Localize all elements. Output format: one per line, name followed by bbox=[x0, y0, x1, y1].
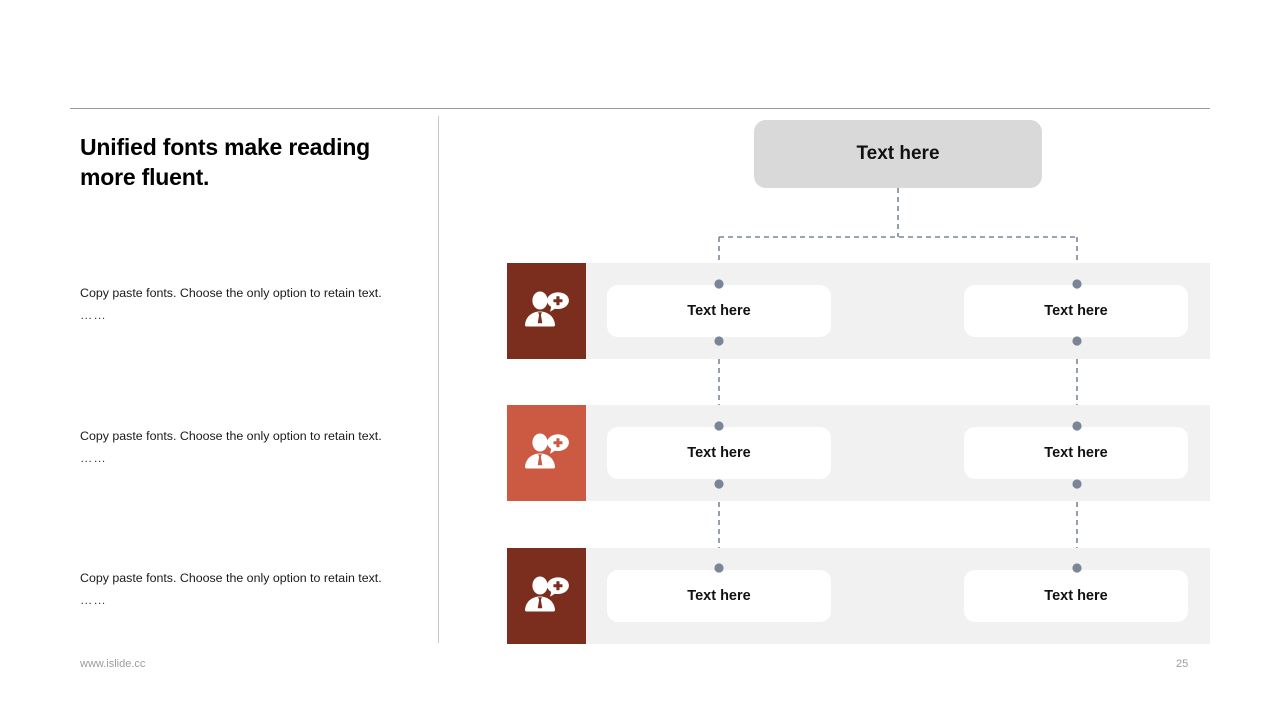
body-paragraph-2-ellipsis: …… bbox=[80, 451, 107, 466]
businessman-speech-bubble-plus-icon bbox=[524, 576, 569, 612]
body-paragraph-3: Copy paste fonts. Choose the only option… bbox=[80, 567, 416, 611]
diagram-root-node[interactable]: Text here bbox=[754, 120, 1042, 188]
row-1-node-left[interactable]: Text here bbox=[607, 285, 831, 337]
body-paragraph-2: Copy paste fonts. Choose the only option… bbox=[80, 425, 416, 469]
row-1-node-right-label: Text here bbox=[1044, 303, 1108, 319]
row-3-node-left-label: Text here bbox=[687, 588, 751, 604]
row-2-node-right-label: Text here bbox=[1044, 445, 1108, 461]
footer-url[interactable]: www.islide.cc bbox=[80, 658, 146, 670]
row-2-node-left[interactable]: Text here bbox=[607, 427, 831, 479]
body-paragraph-3-text: Copy paste fonts. Choose the only option… bbox=[80, 571, 382, 585]
row-2-icon-tile[interactable] bbox=[507, 405, 586, 501]
left-text-column: Unified fonts make reading more fluent. bbox=[80, 132, 420, 193]
page-title: Unified fonts make reading more fluent. bbox=[80, 134, 371, 191]
body-paragraph-1: Copy paste fonts. Choose the only option… bbox=[80, 282, 416, 326]
row-3-node-right[interactable]: Text here bbox=[964, 570, 1188, 622]
row-3-node-right-label: Text here bbox=[1044, 588, 1108, 604]
diagram-row-1: Text here Text here bbox=[507, 263, 1210, 359]
row-1-node-right[interactable]: Text here bbox=[964, 285, 1188, 337]
diagram-root-node-label: Text here bbox=[856, 143, 940, 164]
row-2-node-right[interactable]: Text here bbox=[964, 427, 1188, 479]
diagram-row-3: Text here Text here bbox=[507, 548, 1210, 644]
page-number: 25 bbox=[1176, 658, 1189, 670]
body-paragraph-3-ellipsis: …… bbox=[80, 593, 107, 608]
body-paragraph-2-text: Copy paste fonts. Choose the only option… bbox=[80, 429, 382, 443]
row-1-node-left-label: Text here bbox=[687, 303, 751, 319]
header-divider-rule bbox=[70, 108, 1210, 109]
businessman-speech-bubble-plus-icon bbox=[524, 291, 569, 327]
row-3-node-left[interactable]: Text here bbox=[607, 570, 831, 622]
businessman-speech-bubble-plus-icon bbox=[524, 433, 569, 469]
column-divider-rule bbox=[438, 116, 439, 643]
row-3-icon-tile[interactable] bbox=[507, 548, 586, 644]
row-2-node-left-label: Text here bbox=[687, 445, 751, 461]
body-paragraph-1-ellipsis: …… bbox=[80, 308, 107, 323]
diagram-row-2: Text here Text here bbox=[507, 405, 1210, 501]
body-paragraph-1-text: Copy paste fonts. Choose the only option… bbox=[80, 286, 382, 300]
row-1-icon-tile[interactable] bbox=[507, 263, 586, 359]
